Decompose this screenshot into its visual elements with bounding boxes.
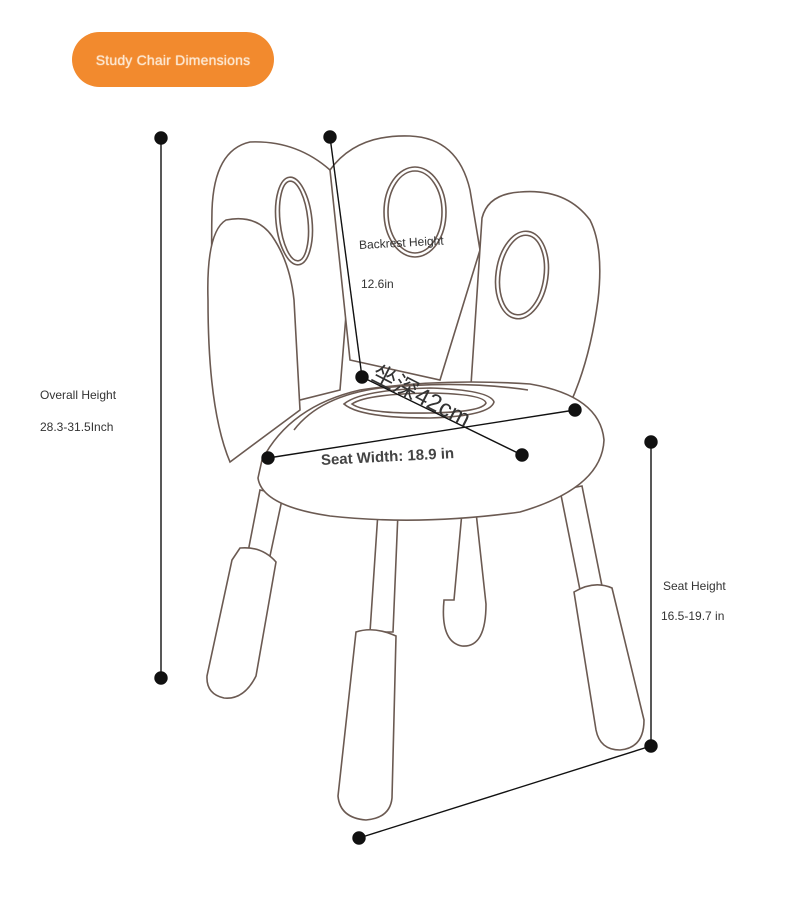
seat-height-label: Seat Height [663,579,726,593]
back-left-leg [369,511,399,633]
backrest-height-line [329,136,363,378]
seat-width-left-dot [261,451,275,465]
overall-height-bottom-dot [154,671,168,685]
dimension-lines [154,130,658,845]
right-leg-upper [559,485,603,591]
base-front-dot [352,831,366,845]
base-diagonal-line [358,745,652,839]
backrest-height-value: 12.6in [361,277,394,291]
left-leg-cap [206,546,277,699]
right-leg-cap [573,584,645,751]
seat-depth-line [361,376,523,456]
seat-top-surface [293,383,529,431]
title-badge-text: Study Chair Dimensions [95,51,251,68]
seat-width-line [267,409,576,459]
seat-depth-end-dot [515,448,529,462]
seat-width-right-dot [568,403,582,417]
seat-recess-inner [350,392,487,414]
chair-illustration [206,135,645,821]
seat-height-top-dot [644,435,658,449]
backrest-front-left [207,217,301,464]
backrest-hole-left-inner [278,180,310,262]
seat-height-value: 16.5-19.7 in [661,609,725,623]
overall-height-value: 28.3-31.5Inch [40,420,114,434]
seat [257,381,605,521]
back-left-leg-cap [442,511,487,647]
backrest-hole-right-inner [498,234,546,316]
title-badge: Study Chair Dimensions [72,32,274,87]
overall-height-top-dot [154,131,168,145]
backrest-hole-center-inner [387,170,443,254]
front-leg-cap [337,628,397,821]
backrest-top-dot [323,130,337,144]
overall-height-label: Overall Height [40,388,117,402]
